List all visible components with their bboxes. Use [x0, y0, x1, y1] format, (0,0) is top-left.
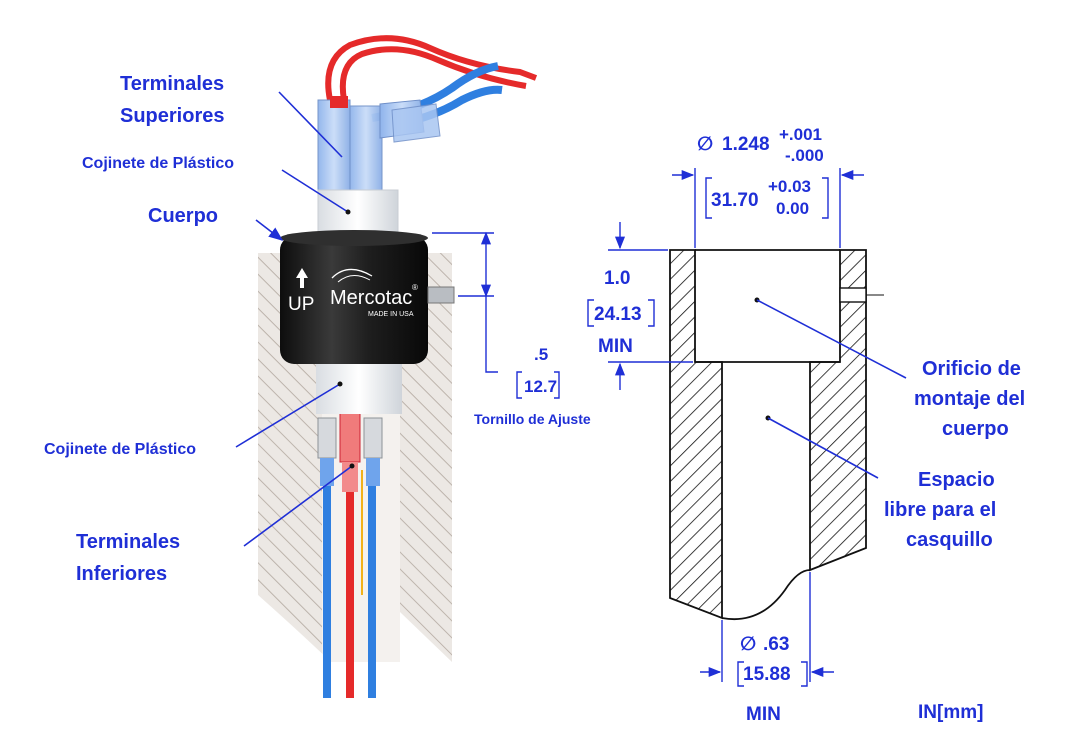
units-label: IN[mm] — [918, 702, 983, 723]
bore-diameter-tol-minus: -.000 — [785, 146, 824, 165]
leader-terminales-superiores — [278, 91, 343, 158]
label-orificio-2: montaje del — [914, 388, 1025, 410]
dimension-clearance-diameter: ∅ .63 15.88 MIN — [700, 572, 834, 725]
bore-diameter-tol-plus: +.001 — [779, 125, 822, 144]
bore-diameter-symbol: ∅ — [697, 134, 713, 155]
dimension-screw-offset: .5 12.7 — [432, 231, 560, 399]
label-terminales-inferiores-1: Terminales — [76, 531, 180, 553]
leader-cojinete-top — [281, 169, 349, 213]
label-orificio-3: cuerpo — [942, 418, 1009, 440]
label-terminales-superiores-1: Terminales — [120, 73, 224, 95]
bottom-terminals — [317, 409, 383, 492]
clearance-diameter-symbol: ∅ — [740, 634, 756, 655]
bore-diameter-mm-tol-plus: +0.03 — [768, 177, 811, 196]
label-terminales-superiores-2: Superiores — [120, 105, 224, 127]
bore-diameter-mm: 31.70 — [711, 190, 759, 211]
bore-depth-note: MIN — [598, 336, 633, 357]
screw-offset-mm: 12.7 — [524, 377, 557, 396]
label-orificio-1: Orificio de — [922, 358, 1021, 380]
bore-diameter-in: 1.248 — [722, 134, 770, 155]
up-mark: UP — [288, 294, 314, 315]
label-terminales-inferiores-2: Inferiores — [76, 563, 167, 585]
leader-terminales-inferiores — [243, 465, 353, 547]
logo-swoosh-icon — [331, 268, 373, 279]
bottom-bearing — [316, 362, 402, 414]
dimension-bore-diameter: ∅ 1.248 +.001 -.000 31.70 +0.03 0.00 — [672, 125, 864, 248]
clearance-diameter-note: MIN — [746, 704, 781, 725]
label-espacio-2: libre para el — [884, 499, 996, 521]
leader-cojinete-bottom — [235, 383, 341, 448]
bottom-wires — [323, 455, 376, 698]
top-bearing — [317, 189, 399, 237]
top-terminals — [317, 96, 441, 193]
screw-offset-in: .5 — [534, 345, 548, 364]
registered-mark: ® — [412, 283, 418, 292]
clearance-diameter-in: .63 — [763, 634, 789, 655]
leader-orificio — [756, 299, 907, 379]
made-in-label: MADE IN USA — [368, 311, 414, 318]
up-arrow-icon — [296, 268, 308, 278]
slip-ring-body: UP Mercotac ® MADE IN USA — [280, 230, 455, 364]
label-espacio-1: Espacio — [918, 469, 995, 491]
leader-cuerpo — [255, 219, 284, 241]
mounting-drawing — [669, 249, 884, 620]
label-tornillo: Tornillo de Ajuste — [474, 411, 591, 427]
label-cojinete-top: Cojinete de Plástico — [82, 155, 234, 172]
clearance-diameter-mm: 15.88 — [743, 664, 791, 685]
label-cuerpo: Cuerpo — [148, 205, 218, 227]
label-espacio-3: casquillo — [906, 529, 993, 551]
bore-diameter-mm-tol-minus: 0.00 — [776, 199, 809, 218]
label-cojinete-bottom: Cojinete de Plástico — [44, 441, 196, 458]
bore-depth-mm: 24.13 — [594, 304, 642, 325]
dimension-bore-depth: 1.0 24.13 MIN — [587, 222, 693, 390]
bore-depth-in: 1.0 — [604, 268, 630, 289]
brand-logo: Mercotac — [330, 287, 412, 309]
leader-espacio — [767, 417, 879, 479]
